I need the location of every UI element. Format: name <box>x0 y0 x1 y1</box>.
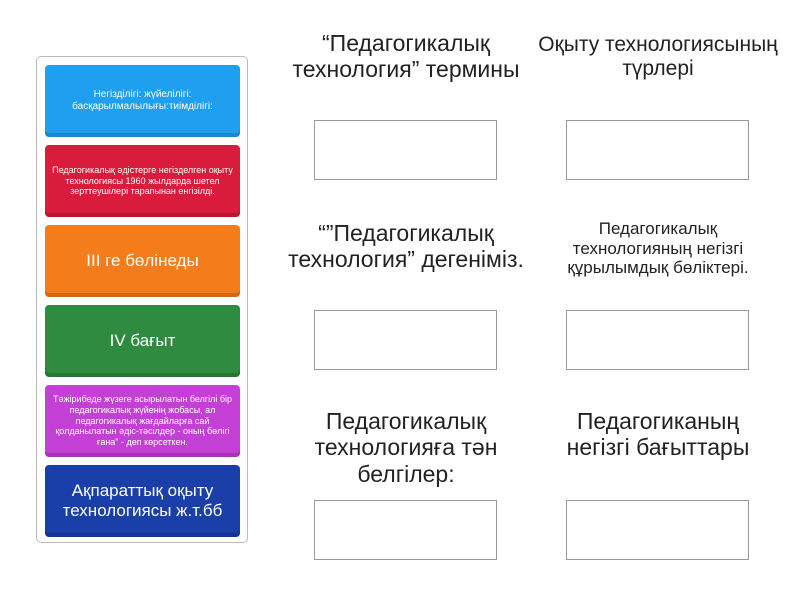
target-title-5: Педагогикалық технологияға тән белгілер: <box>314 408 498 487</box>
card-1[interactable]: Негізділігі: жүйелілігі: басқарылмалылығ… <box>45 65 240 137</box>
drop-box-6[interactable] <box>566 500 749 560</box>
target-title-2: Оқыту технологиясының түрлері <box>538 33 778 81</box>
card-2[interactable]: Педагогикалық әдістерге негізделген оқыт… <box>45 145 240 217</box>
drop-box-1[interactable] <box>314 120 497 180</box>
target-title-1: “Педагогикалық технология” термины <box>292 30 520 83</box>
drop-box-3[interactable] <box>314 310 497 370</box>
target-title-3: “”Педагогикалық технология” дегеніміз. <box>288 220 524 273</box>
card-6[interactable]: Ақпараттық оқыту технологиясы ж.т.бб <box>45 465 240 537</box>
drop-box-2[interactable] <box>566 120 749 180</box>
target-title-4: Педагогикалық технологияның негізгі құры… <box>567 219 749 278</box>
drop-box-5[interactable] <box>314 500 497 560</box>
drop-box-4[interactable] <box>566 310 749 370</box>
card-3[interactable]: III ге бөлінеды <box>45 225 240 297</box>
card-5[interactable]: Тәжірибеде жүзеге асырылатын белгілі бір… <box>45 385 240 457</box>
cards-panel: Негізділігі: жүйелілігі: басқарылмалылығ… <box>36 56 248 543</box>
target-title-6: Педагогиканың негізгі бағыттары <box>566 408 750 461</box>
card-4[interactable]: IV бағыт <box>45 305 240 377</box>
